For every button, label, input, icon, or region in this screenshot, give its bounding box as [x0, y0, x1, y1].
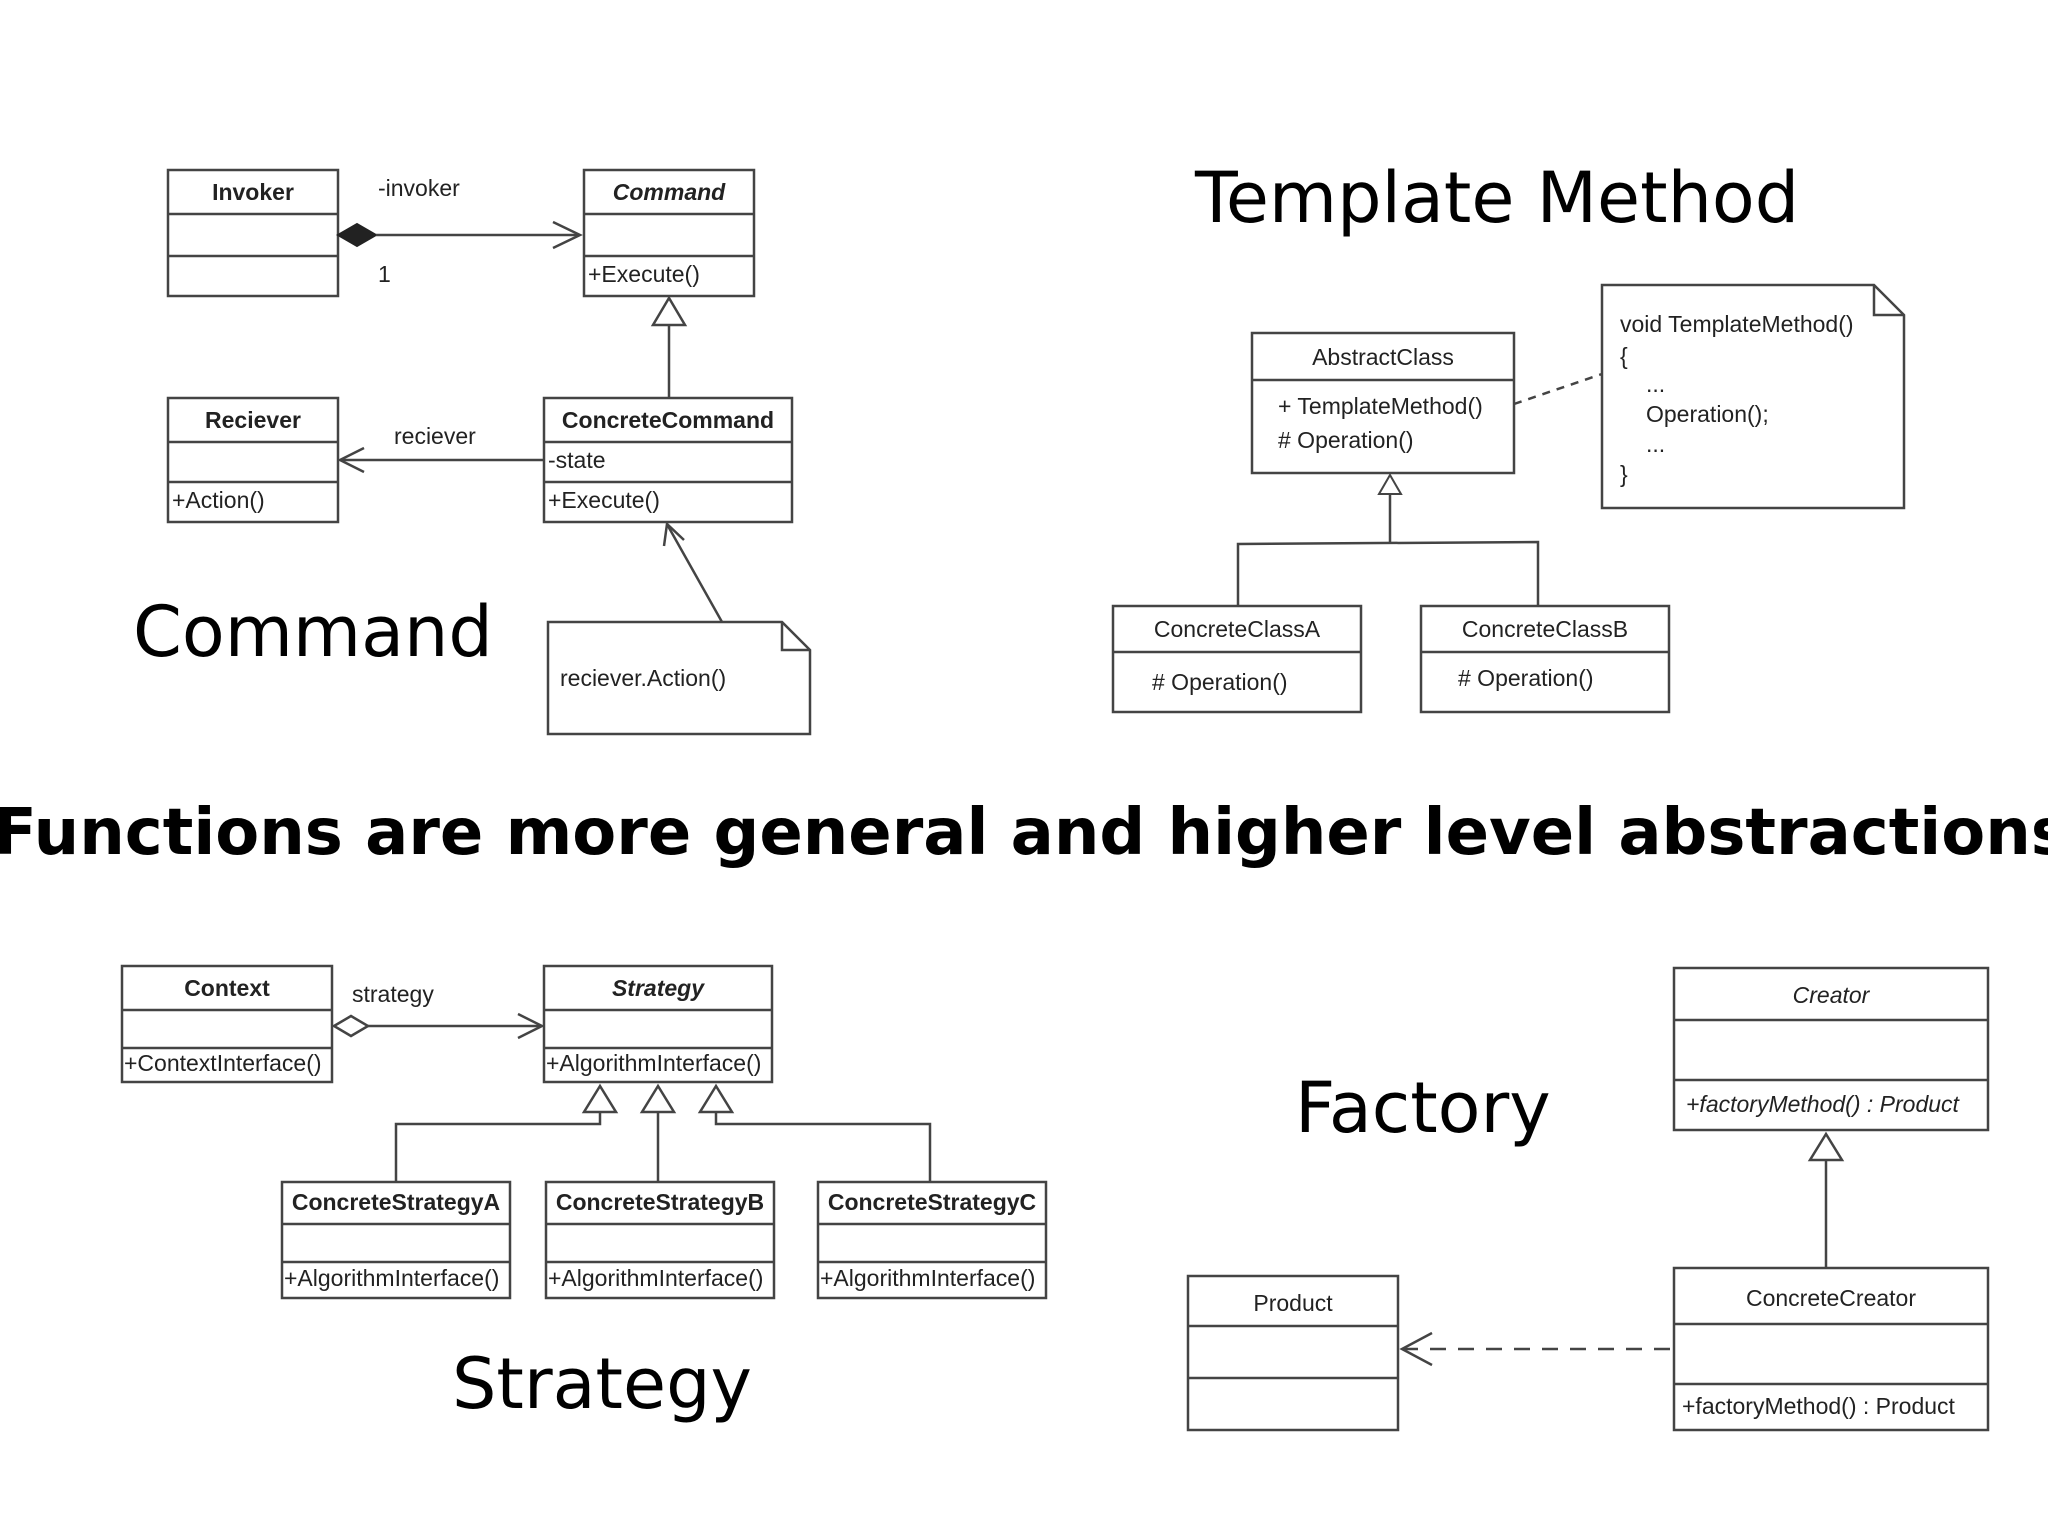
receiver-action-op: +Action(): [172, 487, 265, 513]
abstract-class-name: AbstractClass: [1312, 344, 1454, 370]
invoker-role-label: -invoker: [378, 175, 460, 201]
strategy-algorithm-op: +AlgorithmInterface(): [546, 1050, 761, 1076]
template-method-diagram: Template Method AbstractClass + Template…: [1111, 157, 1906, 714]
concrete-strategy-c-op: +AlgorithmInterface(): [820, 1265, 1035, 1291]
operation-op: # Operation(): [1278, 427, 1414, 453]
creator-class-name: Creator: [1793, 982, 1871, 1008]
command-note: reciever.Action(): [546, 521, 812, 736]
note-line-5: ...: [1646, 431, 1665, 457]
concrete-strategy-c: ConcreteStrategyC +AlgorithmInterface(): [816, 1180, 1048, 1300]
template-generalization: [1236, 473, 1540, 606]
command-receiver-association: reciever: [337, 423, 544, 474]
invoker-class: Invoker: [166, 168, 340, 298]
strategy-diagram: Context +ContextInterface() strategy Str…: [120, 964, 1048, 1425]
command-class: Command +Execute(): [582, 168, 756, 298]
concrete-command-state-attr: -state: [548, 447, 606, 473]
concrete-strategy-a-name: ConcreteStrategyA: [292, 1189, 500, 1215]
command-generalization: [650, 295, 688, 398]
command-class-name: Command: [613, 179, 726, 205]
strategy-role-label: strategy: [352, 981, 434, 1007]
concrete-creator-factory-method-op: +factoryMethod() : Product: [1682, 1393, 1956, 1419]
strategy-title: Strategy: [452, 1343, 752, 1425]
product-class-name: Product: [1253, 1290, 1333, 1316]
receiver-class-name: Reciever: [205, 407, 301, 433]
concrete-strategy-b-op: +AlgorithmInterface(): [548, 1265, 763, 1291]
note-line-6: }: [1620, 461, 1628, 487]
concrete-class-a-name: ConcreteClassA: [1154, 616, 1321, 642]
receiver-class: Reciever +Action(): [166, 396, 340, 524]
context-class-name: Context: [184, 975, 270, 1001]
strategy-class: Strategy +AlgorithmInterface(): [542, 964, 774, 1084]
concrete-class-a: ConcreteClassA # Operation(): [1111, 604, 1363, 714]
concrete-class-b: ConcreteClassB # Operation(): [1419, 604, 1671, 714]
concrete-class-b-op: # Operation(): [1458, 665, 1594, 691]
concrete-command-class-name: ConcreteCommand: [562, 407, 774, 433]
factory-generalization: [1807, 1131, 1845, 1268]
context-strategy-association: strategy: [331, 981, 545, 1040]
concrete-strategy-a: ConcreteStrategyA +AlgorithmInterface(): [280, 1180, 512, 1300]
template-method-note: void TemplateMethod() { ... Operation();…: [1600, 283, 1906, 510]
note-anchor-line: [1513, 372, 1603, 406]
factory-diagram: Factory Creator +factoryMethod() : Produ…: [1186, 966, 1990, 1432]
multiplicity-label: 1: [378, 261, 391, 287]
strategy-class-name: Strategy: [612, 975, 705, 1001]
concrete-strategy-c-name: ConcreteStrategyC: [828, 1189, 1036, 1215]
note-line-4: Operation();: [1646, 401, 1769, 427]
command-note-text: reciever.Action(): [560, 665, 726, 691]
context-interface-op: +ContextInterface(): [124, 1050, 322, 1076]
note-line-3: ...: [1646, 371, 1665, 397]
receiver-role-label: reciever: [394, 423, 476, 449]
factory-title: Factory: [1295, 1067, 1551, 1149]
command-diagram: Invoker Command +Execute() -invoker 1: [133, 168, 812, 736]
concrete-class-b-name: ConcreteClassB: [1462, 616, 1628, 642]
concrete-strategy-b-name: ConcreteStrategyB: [556, 1189, 764, 1215]
command-title: Command: [133, 591, 493, 673]
abstract-class: AbstractClass + TemplateMethod() # Opera…: [1250, 331, 1516, 475]
concrete-creator-class-name: ConcreteCreator: [1746, 1285, 1916, 1311]
command-execute-op: +Execute(): [588, 261, 700, 287]
invoker-command-association: -invoker 1: [336, 175, 583, 287]
concrete-strategy-b: ConcreteStrategyB +AlgorithmInterface(): [544, 1180, 776, 1300]
concrete-command-class: ConcreteCommand -state +Execute(): [542, 396, 794, 524]
headline: Functions are more general and higher le…: [0, 796, 2048, 870]
context-class: Context +ContextInterface(): [120, 964, 334, 1084]
template-method-op: + TemplateMethod(): [1278, 393, 1483, 419]
concrete-command-execute-op: +Execute(): [548, 487, 660, 513]
strategy-generalizations: [394, 1083, 932, 1182]
concrete-creator-class: ConcreteCreator +factoryMethod() : Produ…: [1672, 1266, 1990, 1432]
creator-product-dependency: [1399, 1331, 1670, 1367]
invoker-class-name: Invoker: [212, 179, 294, 205]
template-method-title: Template Method: [1194, 157, 1799, 239]
creator-class: Creator +factoryMethod() : Product: [1672, 966, 1990, 1132]
product-class: Product: [1186, 1274, 1400, 1432]
concrete-class-a-op: # Operation(): [1152, 669, 1288, 695]
concrete-strategy-a-op: +AlgorithmInterface(): [284, 1265, 499, 1291]
note-line-2: {: [1620, 343, 1628, 369]
note-line-1: void TemplateMethod(): [1620, 311, 1854, 337]
creator-factory-method-op: +factoryMethod() : Product: [1686, 1091, 1961, 1117]
